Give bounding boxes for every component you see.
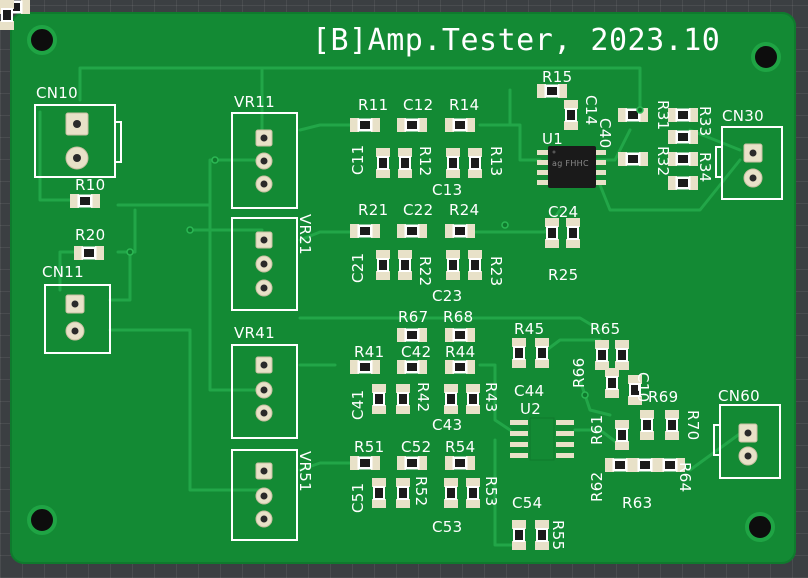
mounting-hole-bottom-left	[27, 505, 57, 535]
u2-ic-footprint	[510, 417, 574, 461]
label-r10: R10	[75, 176, 106, 194]
label-r15: R15	[542, 68, 573, 86]
label-r41: R41	[354, 343, 385, 361]
label-cn10: CN10	[36, 84, 78, 102]
through-hole-pads	[65, 112, 763, 528]
label-r52: R52	[412, 476, 430, 507]
label-c21: C21	[349, 252, 367, 283]
label-r51: R51	[354, 438, 385, 456]
mounting-hole-bottom-right	[745, 512, 775, 542]
label-r45: R45	[514, 320, 545, 338]
label-r13: R13	[487, 146, 505, 177]
label-r70: R70	[684, 410, 702, 441]
label-r53: R53	[482, 476, 500, 507]
label-c22: C22	[403, 201, 434, 219]
label-c12: C12	[403, 96, 434, 114]
label-r62: R62	[588, 471, 606, 502]
pcb-board	[10, 12, 796, 564]
label-r33: R33	[696, 106, 714, 137]
label-r69: R69	[648, 388, 679, 406]
label-cn11: CN11	[42, 263, 84, 281]
label-r44: R44	[445, 343, 476, 361]
vr51-outline	[231, 449, 298, 541]
u1-ic	[537, 146, 606, 188]
label-vr51: VR51	[296, 451, 314, 492]
label-r54: R54	[445, 438, 476, 456]
label-r34: R34	[696, 152, 714, 183]
label-r22: R22	[416, 256, 434, 287]
label-r32: R32	[654, 146, 672, 177]
connector-outlines	[34, 104, 783, 541]
label-cn60: CN60	[718, 387, 760, 405]
label-r64: R64	[676, 462, 694, 493]
label-r65: R65	[590, 320, 621, 338]
label-r31: R31	[654, 100, 672, 131]
label-r42: R42	[414, 382, 432, 413]
label-cn30: CN30	[722, 107, 764, 125]
label-r12: R12	[416, 146, 434, 177]
label-c11: C11	[349, 144, 367, 175]
label-c51: C51	[349, 482, 367, 513]
label-r23: R23	[487, 256, 505, 287]
label-r55: R55	[549, 520, 567, 551]
label-r43: R43	[482, 382, 500, 413]
vr41-outline	[231, 344, 298, 439]
label-r67: R67	[398, 308, 429, 326]
label-c53: C53	[432, 518, 463, 536]
label-u1: U1	[542, 130, 564, 148]
mounting-hole-top-left	[27, 25, 57, 55]
label-r68: R68	[443, 308, 474, 326]
cn30-outline	[721, 126, 783, 200]
mounting-holes	[27, 25, 781, 542]
label-c13: C13	[432, 181, 463, 199]
label-c43: C43	[432, 416, 463, 434]
label-c52: C52	[401, 438, 432, 456]
vr21-outline	[231, 217, 298, 311]
copper-traces	[38, 66, 747, 547]
label-r63: R63	[622, 494, 653, 512]
board-title: [B]Amp.Tester, 2023.10	[312, 23, 721, 58]
label-vr21: VR21	[296, 214, 314, 255]
label-c44: C44	[514, 382, 545, 400]
vias	[126, 106, 644, 399]
label-c24: C24	[548, 203, 579, 221]
label-vr11: VR11	[234, 93, 275, 111]
label-c42: C42	[401, 343, 432, 361]
chip-marking: ag FHHC	[552, 159, 589, 168]
vr11-outline	[231, 112, 298, 209]
label-u2: U2	[520, 400, 542, 418]
cn11-outline	[44, 284, 111, 354]
label-r20: R20	[75, 226, 106, 244]
label-r25: R25	[548, 266, 579, 284]
label-r21: R21	[358, 201, 389, 219]
label-r14: R14	[449, 96, 480, 114]
label-r66: R66	[570, 357, 588, 388]
label-c40: C40	[596, 118, 614, 149]
label-c41: C41	[349, 389, 367, 420]
label-r24: R24	[449, 201, 480, 219]
label-r61: R61	[588, 414, 606, 445]
smd-footprints-vertical	[0, 0, 679, 550]
label-vr41: VR41	[234, 324, 275, 342]
label-c54: C54	[512, 494, 543, 512]
label-c23: C23	[432, 287, 463, 305]
mounting-hole-top-right	[751, 42, 781, 72]
label-r11: R11	[358, 96, 389, 114]
